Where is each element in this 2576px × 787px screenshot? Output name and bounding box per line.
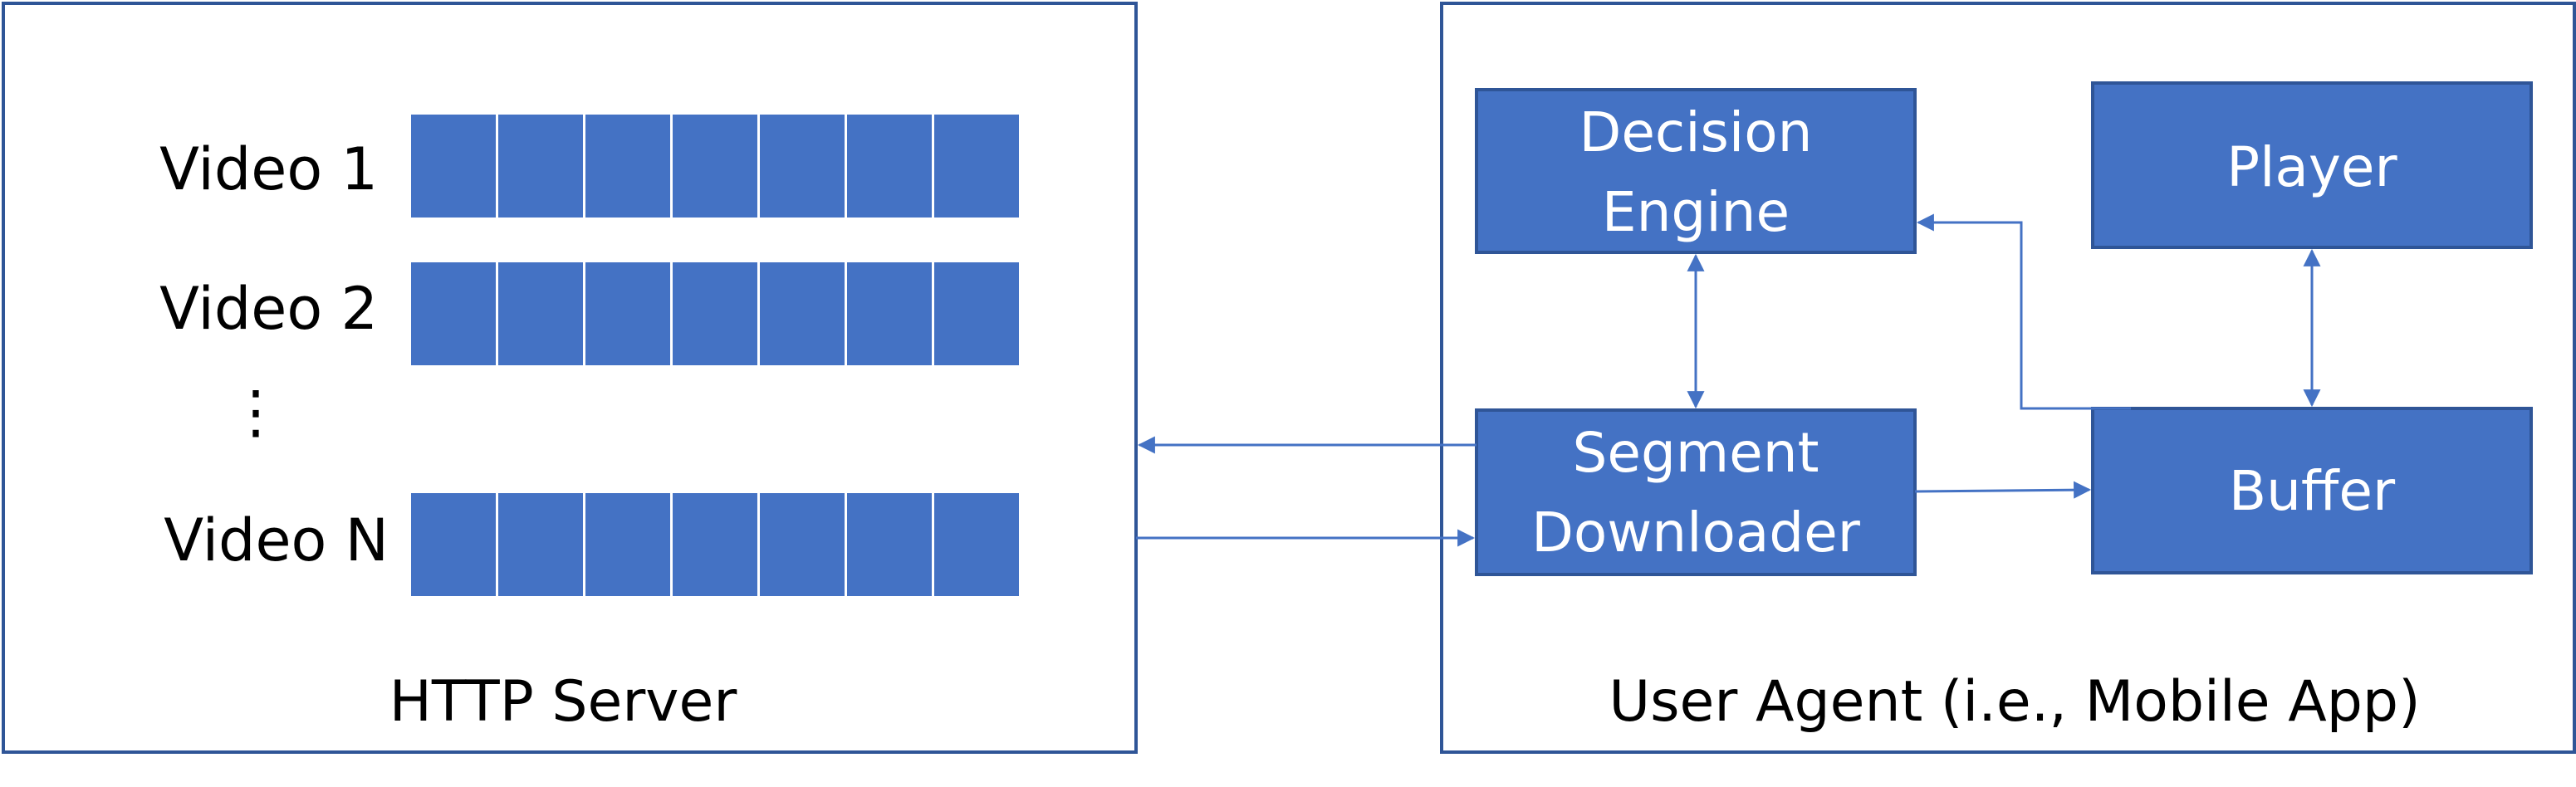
video-segment xyxy=(498,262,583,365)
video-segment xyxy=(673,115,757,218)
player-node: Player xyxy=(2091,81,2533,249)
player-label: Player xyxy=(2226,135,2397,199)
video-2-label: Video 2 xyxy=(159,275,378,343)
segment-downloader-label-line2: Downloader xyxy=(1531,501,1861,565)
video-segment xyxy=(498,493,583,596)
video-segment xyxy=(585,262,670,365)
video-segment xyxy=(847,262,932,365)
http-server-label: HTTP Server xyxy=(389,669,737,735)
video-segment xyxy=(934,115,1019,218)
decision-engine-node: Decision Engine xyxy=(1475,88,1917,254)
user-agent-label: User Agent (i.e., Mobile App) xyxy=(1609,669,2420,735)
video-1-segments xyxy=(411,115,1019,218)
video-segment xyxy=(585,115,670,218)
buffer-node: Buffer xyxy=(2091,407,2533,574)
video-segment xyxy=(934,493,1019,596)
video-segment xyxy=(411,493,496,596)
video-segment xyxy=(411,262,496,365)
video-segment xyxy=(760,262,845,365)
video-segment xyxy=(847,493,932,596)
video-n-label: Video N xyxy=(164,506,389,574)
video-segment xyxy=(760,493,845,596)
video-segment xyxy=(934,262,1019,365)
video-segment xyxy=(847,115,932,218)
video-2-segments xyxy=(411,262,1019,365)
decision-engine-label-line2: Engine xyxy=(1602,180,1790,244)
video-segment xyxy=(498,115,583,218)
downloader-buffer-arrow xyxy=(1914,481,2092,499)
video-n-segments xyxy=(411,493,1019,596)
video-segment xyxy=(411,115,496,218)
video-segment xyxy=(760,115,845,218)
video-1-label: Video 1 xyxy=(159,135,378,203)
ellipsis-label: ⋮ xyxy=(227,378,285,446)
buffer-decision-arrow xyxy=(1916,213,2131,410)
decision-engine-label-line1: Decision xyxy=(1579,100,1813,164)
buffer-label: Buffer xyxy=(2229,459,2396,523)
segment-downloader-node: Segment Downloader xyxy=(1475,408,1917,576)
video-segment xyxy=(585,493,670,596)
segment-downloader-label-line1: Segment xyxy=(1573,421,1819,485)
video-segment xyxy=(673,493,757,596)
video-segment xyxy=(673,262,757,365)
